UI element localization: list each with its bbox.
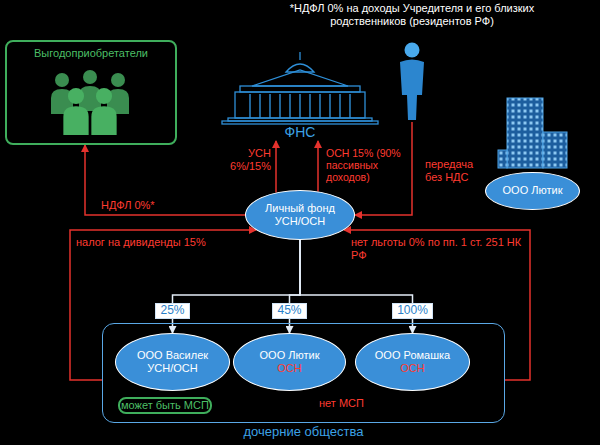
node-title: ООО Лютик bbox=[260, 349, 320, 362]
edge-label: налог на дивиденды 15% bbox=[75, 236, 207, 249]
person-figure bbox=[79, 70, 101, 111]
beneficiaries-box: Выгодоприобретатели bbox=[5, 40, 177, 145]
colonnade bbox=[245, 94, 355, 118]
edge-label: УСН 6%/15% bbox=[220, 147, 272, 172]
subsidiary-ellipse: ООО РомашкаОСН bbox=[355, 333, 470, 391]
edge-label: НДФЛ 0%* bbox=[100, 199, 156, 212]
annex bbox=[498, 150, 507, 168]
tax-office-node: ФНС bbox=[215, 55, 385, 141]
connector-arrow bbox=[173, 240, 301, 333]
founder-node: *НДФЛ 0% на доходы Учредителя и его близ… bbox=[256, 2, 568, 122]
note-label: может быть МСП bbox=[118, 397, 212, 414]
node-title: Выгодоприобретатели bbox=[34, 47, 148, 60]
step bbox=[222, 121, 378, 124]
office-building bbox=[498, 98, 567, 168]
founder-figure bbox=[400, 43, 424, 121]
connector-arrow bbox=[317, 141, 319, 191]
person-figure bbox=[91, 88, 116, 135]
node-subtitle: ОСН bbox=[277, 362, 301, 375]
tax-office-building bbox=[222, 52, 378, 124]
spire bbox=[299, 52, 300, 60]
subsidiary-ellipse: ООО ВасилекУСН/ОСН bbox=[115, 333, 230, 391]
note-label: нет МСП bbox=[318, 397, 365, 410]
node-subtitle: ОСН bbox=[400, 362, 424, 375]
share-label: 100% bbox=[392, 303, 433, 319]
edge-label: передача без НДС bbox=[424, 158, 486, 183]
person-figure bbox=[63, 88, 88, 135]
share-label: 45% bbox=[272, 303, 306, 319]
tower bbox=[507, 98, 543, 168]
connector-arrow bbox=[275, 141, 277, 193]
head bbox=[405, 43, 420, 58]
node-title: ФНС bbox=[285, 124, 316, 141]
node-title: ООО Лютик bbox=[503, 184, 563, 197]
node-subtitle: УСН/ОСН bbox=[275, 215, 325, 228]
pediment bbox=[252, 70, 348, 86]
node-title: Личный фонд bbox=[265, 202, 335, 215]
dome bbox=[286, 64, 314, 72]
node-title: дочерние общества bbox=[103, 424, 504, 440]
edge-label: нет льготы 0% по пп. 1 ст. 251 НК РФ bbox=[350, 236, 524, 261]
entablature bbox=[240, 86, 360, 92]
node-title: ООО Василек bbox=[137, 349, 208, 362]
fund-ellipse: Личный фондУСН/ОСН bbox=[245, 190, 355, 240]
body bbox=[400, 60, 424, 121]
annex bbox=[543, 132, 567, 168]
people-icon bbox=[51, 70, 129, 135]
node-subtitle: УСН/ОСН bbox=[147, 362, 197, 375]
subsidiary-ellipse: ООО ЛютикОСН bbox=[233, 333, 346, 391]
company-ellipse: ООО Лютик bbox=[485, 172, 580, 210]
node-title: *НДФЛ 0% на доходы Учредителя и его близ… bbox=[256, 2, 568, 28]
facade bbox=[235, 92, 365, 118]
node-title: ООО Ромашка bbox=[375, 349, 450, 362]
edge-label: ОСН 15% (90% пассивных доходов) bbox=[325, 147, 411, 183]
share-label: 25% bbox=[155, 303, 189, 319]
connector-arrow bbox=[290, 240, 301, 333]
